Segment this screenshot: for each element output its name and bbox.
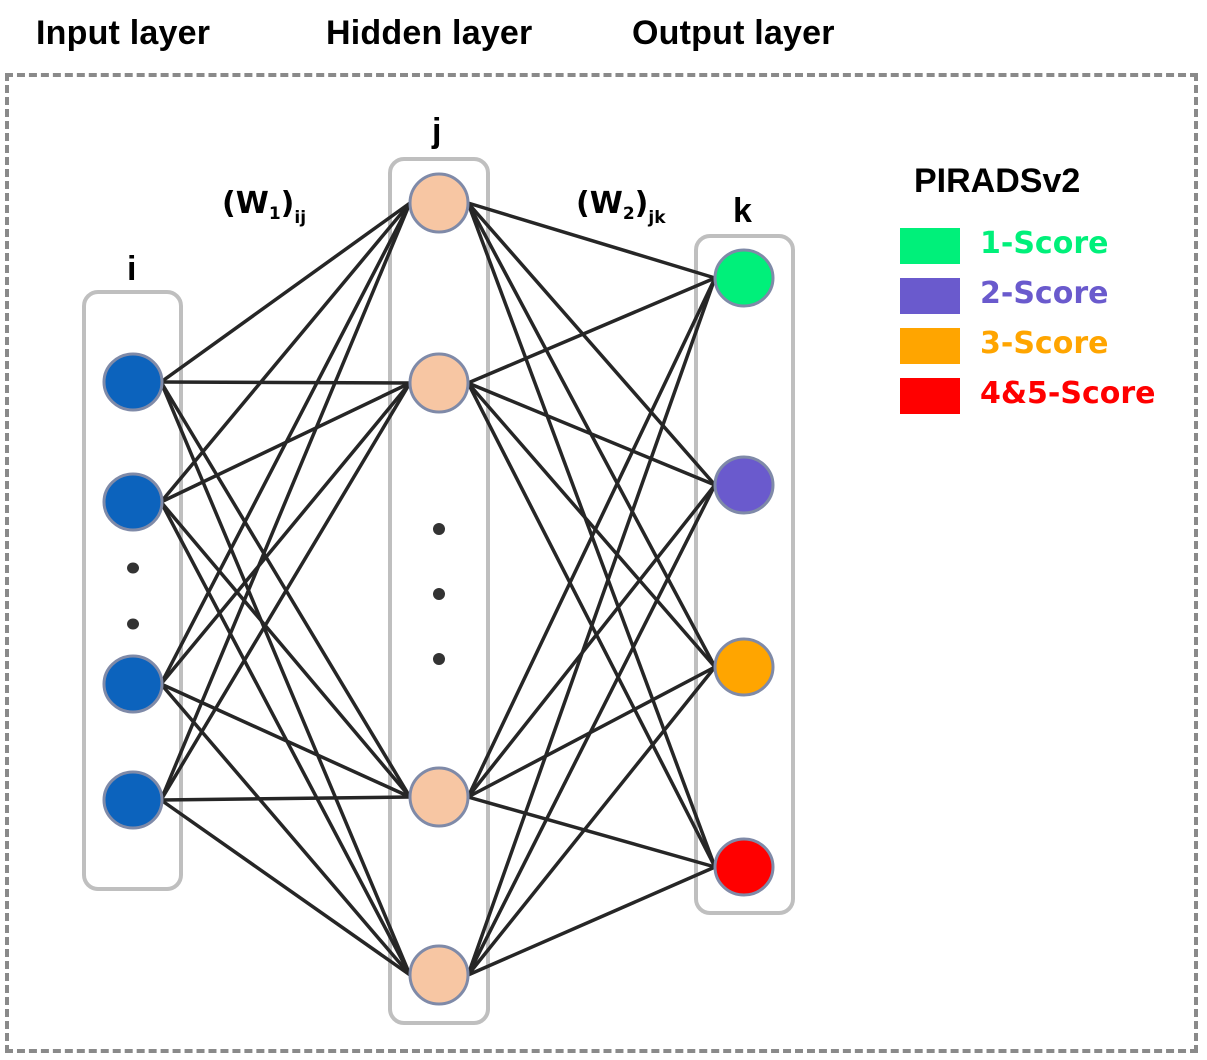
edge-w2 (467, 865, 716, 977)
edge-w2 (467, 381, 716, 487)
w2-subscript: 2 (622, 204, 635, 224)
output-layer-title: Output layer (632, 14, 835, 52)
w1-base: (W (222, 186, 269, 221)
legend-label: 1-Score (980, 226, 1109, 261)
ellipsis-dot (433, 588, 445, 600)
hidden-node (408, 352, 470, 414)
edge-w2 (467, 276, 716, 385)
edge-w1 (159, 201, 412, 384)
legend-label: 4&5-Score (980, 376, 1156, 411)
input-node (102, 352, 164, 412)
edge-w2 (466, 277, 717, 798)
edge-w1 (159, 381, 412, 686)
weight-label-w2: (W2)jk (576, 186, 666, 228)
output-layer-box (694, 234, 795, 915)
ellipsis-dot (127, 562, 139, 574)
input-layer-box (82, 290, 183, 891)
output-node (713, 837, 775, 897)
edge-w2 (467, 795, 716, 869)
legend-swatch (900, 328, 960, 364)
w2-indices: jk (648, 208, 666, 228)
edge-w2 (466, 665, 717, 977)
edge-w2 (467, 201, 716, 280)
w1-subscript: 1 (268, 204, 281, 224)
input-node (102, 472, 164, 532)
ellipsis-dot (433, 523, 445, 535)
edge-w2 (466, 381, 717, 669)
input-node (102, 770, 164, 830)
ellipsis-dot (127, 618, 139, 630)
legend-title: PIRADSv2 (914, 162, 1081, 200)
edge-w1 (159, 682, 412, 977)
hidden-layer-title: Hidden layer (326, 14, 533, 52)
weight-label-w1: (W1)ij (222, 186, 306, 228)
legend-swatch (900, 228, 960, 264)
edge-w1 (159, 501, 412, 976)
input-index-label: i (127, 250, 137, 288)
edge-w2 (466, 484, 717, 976)
network-frame (5, 73, 1198, 1053)
input-layer-title: Input layer (36, 14, 211, 52)
w1-close: ) (280, 186, 295, 221)
hidden-node (408, 766, 470, 828)
edge-w1 (160, 380, 411, 385)
legend-label: 2-Score (980, 276, 1109, 311)
edge-w1 (159, 201, 412, 504)
edge-w1 (160, 795, 411, 802)
ellipsis-dot (433, 653, 445, 665)
output-index-label: k (733, 192, 752, 230)
w2-base: (W (576, 186, 623, 221)
edge-w1 (159, 202, 412, 801)
output-node (713, 455, 775, 515)
hidden-index-label: j (432, 112, 442, 150)
edge-w2 (466, 483, 717, 799)
edge-w1 (159, 500, 412, 799)
edge-w2 (466, 277, 717, 976)
edge-w2 (466, 201, 717, 487)
legend-swatch (900, 278, 960, 314)
legend-label: 3-Score (980, 326, 1109, 361)
hidden-layer-box (388, 157, 490, 1025)
hidden-node (408, 172, 470, 234)
hidden-node (408, 944, 470, 1006)
legend-swatch (900, 378, 960, 414)
output-node (713, 248, 775, 308)
output-node (713, 637, 775, 697)
edge-w1 (159, 202, 412, 685)
edge-w1 (159, 382, 412, 801)
input-node (102, 654, 164, 714)
w1-indices: ij (294, 208, 307, 228)
w2-close: ) (634, 186, 649, 221)
edge-w1 (159, 798, 412, 977)
